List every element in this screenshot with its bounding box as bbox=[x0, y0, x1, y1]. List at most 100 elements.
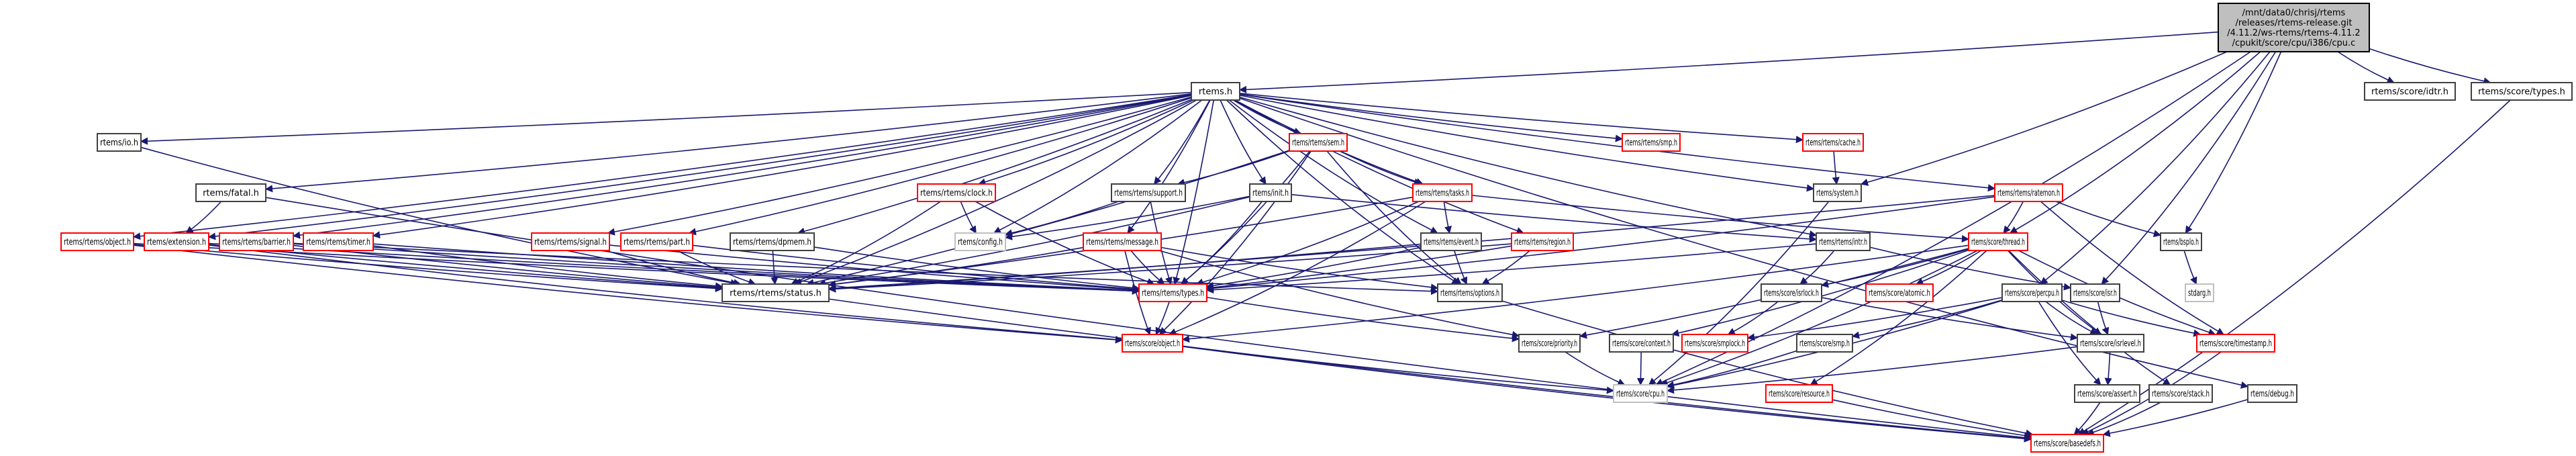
node-assert[interactable]: rtems/score/assert.h bbox=[2074, 384, 2140, 403]
edge-isrlock-to-smplock bbox=[1727, 301, 1779, 335]
node-box bbox=[531, 232, 610, 251]
edge-ratemon-to-timestamp bbox=[2040, 201, 2225, 335]
node-label: rtems/score/atomic.h bbox=[1869, 289, 1930, 299]
node-atomic[interactable]: rtems/score/atomic.h bbox=[1865, 283, 1934, 302]
node-part[interactable]: rtems/rtems/part.h bbox=[620, 232, 693, 251]
node-intr[interactable]: rtems/rtems/intr.h bbox=[1816, 232, 1871, 251]
edge-root-to-rtems_h bbox=[1238, 31, 2219, 93]
node-basedefs[interactable]: rtems/score/basedefs.h bbox=[2030, 434, 2104, 453]
edge-message-to-status bbox=[828, 246, 1084, 288]
node-smplock[interactable]: rtems/score/smplock.h bbox=[1681, 334, 1748, 353]
edge-timer-to-status bbox=[373, 245, 724, 290]
edge-resource-to-basedefs bbox=[1832, 399, 2032, 440]
edge-extension-to-sobject bbox=[208, 244, 1124, 344]
node-label: rtems/rtems/tasks.h bbox=[1416, 189, 1469, 199]
node-smp_r[interactable]: rtems/rtems/smp.h bbox=[1622, 133, 1681, 152]
edge-message-to-priority bbox=[1158, 250, 1520, 338]
edge-thread-to-stack bbox=[2008, 250, 2171, 385]
node-support[interactable]: rtems/rtems/support.h bbox=[1111, 183, 1186, 202]
node-thread[interactable]: rtems/score/thread.h bbox=[1968, 232, 2028, 251]
edge-ratemon-to-rtypes bbox=[1205, 196, 1995, 292]
node-fatal[interactable]: rtems/fatal.h bbox=[195, 183, 266, 202]
node-dpmem[interactable]: rtems/rtems/dpmem.h bbox=[730, 232, 815, 251]
node-stack[interactable]: rtems/score/stack.h bbox=[2148, 384, 2213, 403]
node-box bbox=[2247, 384, 2297, 403]
edge-dpmem-to-rtypes bbox=[813, 246, 1140, 292]
node-box bbox=[917, 183, 996, 202]
node-box bbox=[1420, 232, 1482, 251]
edge-root-to-isr bbox=[2101, 51, 2277, 285]
edge-rtems_h-to-signal bbox=[607, 96, 1192, 236]
node-stypes[interactable]: rtems/score/types.h bbox=[2471, 82, 2573, 101]
edge-rtems_h-to-options bbox=[1226, 99, 1460, 285]
node-sobject[interactable]: rtems/score/object.h bbox=[1122, 334, 1183, 353]
node-timestamp[interactable]: rtems/score/timestamp.h bbox=[2196, 334, 2275, 353]
node-resource[interactable]: rtems/score/resource.h bbox=[1765, 384, 1833, 403]
node-clock[interactable]: rtems/rtems/clock.h bbox=[917, 183, 996, 202]
node-object_r[interactable]: rtems/rtems/object.h bbox=[60, 232, 134, 251]
node-io[interactable]: rtems/io.h bbox=[97, 133, 142, 152]
edge-rtems_h-to-support bbox=[1153, 99, 1211, 185]
edge-message-to-sobject bbox=[1124, 250, 1151, 336]
node-init[interactable]: rtems/init.h bbox=[1249, 183, 1292, 202]
node-box bbox=[1289, 133, 1348, 152]
edge-root-to-system bbox=[1860, 51, 2228, 186]
node-box bbox=[2077, 334, 2144, 353]
node-box bbox=[195, 183, 266, 202]
edge-percpu-to-isrlevel bbox=[2045, 301, 2098, 335]
node-system[interactable]: rtems/system.h bbox=[1813, 183, 1862, 202]
node-ssmp[interactable]: rtems/score/smp.h bbox=[1796, 334, 1853, 353]
node-label: rtems/rtems/status.h bbox=[730, 289, 822, 299]
edge-rtypes-to-sobject bbox=[1155, 301, 1170, 335]
node-box bbox=[1111, 183, 1186, 202]
node-status[interactable]: rtems/rtems/status.h bbox=[722, 283, 830, 302]
node-cache[interactable]: rtems/rtems/cache.h bbox=[1802, 133, 1864, 152]
node-label: rtems/rtems/support.h bbox=[1114, 189, 1183, 199]
node-idtr[interactable]: rtems/score/idtr.h bbox=[2364, 82, 2456, 101]
node-region[interactable]: rtems/rtems/region.h bbox=[1511, 232, 1574, 251]
node-box bbox=[97, 133, 142, 152]
node-message[interactable]: rtems/rtems/message.h bbox=[1083, 232, 1162, 251]
edge-sem-to-options bbox=[1326, 150, 1462, 285]
edge-rtems_h-to-fatal bbox=[264, 93, 1192, 193]
node-percpu[interactable]: rtems/score/percpu.h bbox=[2001, 283, 2063, 302]
node-label: rtems/rtems/sem.h bbox=[1292, 138, 1344, 148]
edge-signal-to-status bbox=[605, 250, 742, 287]
node-extension[interactable]: rtems/extension.h bbox=[144, 232, 209, 251]
node-options[interactable]: rtems/rtems/options.h bbox=[1437, 283, 1503, 302]
edge-cache-to-system bbox=[1832, 150, 1840, 185]
node-signal[interactable]: rtems/rtems/signal.h bbox=[531, 232, 610, 251]
node-box bbox=[2185, 283, 2214, 302]
node-context[interactable]: rtems/score/context.h bbox=[1609, 334, 1674, 353]
node-label: rtems/rtems/barrier.h bbox=[222, 238, 291, 248]
node-label: stdarg.h bbox=[2188, 289, 2211, 299]
node-isrlevel[interactable]: rtems/score/isrlevel.h bbox=[2077, 334, 2144, 353]
node-isrlock[interactable]: rtems/score/isrlock.h bbox=[1761, 283, 1822, 302]
node-label: rtems/score/basedefs.h bbox=[2034, 439, 2101, 449]
node-label: rtems/score/isrlevel.h bbox=[2080, 339, 2141, 349]
node-label: rtems/rtems/ratemon.h bbox=[1997, 189, 2060, 199]
edge-sobject-to-cpu bbox=[1182, 345, 1615, 394]
node-priority[interactable]: rtems/score/priority.h bbox=[1518, 334, 1581, 353]
node-isr[interactable]: rtems/score/isr.h bbox=[2070, 283, 2120, 302]
node-label: rtems/rtems/intr.h bbox=[1819, 238, 1867, 248]
edge-root-to-bspio bbox=[2185, 51, 2282, 234]
node-sem[interactable]: rtems/rtems/sem.h bbox=[1289, 133, 1348, 152]
node-box bbox=[2074, 384, 2140, 403]
node-timer[interactable]: rtems/rtems/timer.h bbox=[303, 232, 374, 251]
node-label: rtems/score/thread.h bbox=[1971, 238, 2025, 248]
node-barrier[interactable]: rtems/rtems/barrier.h bbox=[219, 232, 294, 251]
node-debug[interactable]: rtems/debug.h bbox=[2247, 384, 2297, 403]
node-rtypes[interactable]: rtems/rtems/types.h bbox=[1138, 283, 1207, 302]
node-event[interactable]: rtems/rtems/event.h bbox=[1420, 232, 1482, 251]
edge-tasks-to-thread bbox=[1471, 195, 1970, 242]
node-bspio[interactable]: rtems/bspIo.h bbox=[2160, 232, 2202, 251]
node-ratemon[interactable]: rtems/rtems/ratemon.h bbox=[1994, 183, 2063, 202]
edge-extension-to-status bbox=[208, 244, 724, 292]
node-label: rtems/score/isr.h bbox=[2073, 289, 2117, 299]
node-label: rtems/score/object.h bbox=[1125, 339, 1180, 349]
node-rtems_h[interactable]: rtems.h bbox=[1191, 82, 1240, 101]
node-label: rtems/rtems/dpmem.h bbox=[733, 238, 811, 248]
edge-rtems_h-to-intr bbox=[1239, 96, 1818, 238]
node-tasks[interactable]: rtems/rtems/tasks.h bbox=[1412, 183, 1473, 202]
